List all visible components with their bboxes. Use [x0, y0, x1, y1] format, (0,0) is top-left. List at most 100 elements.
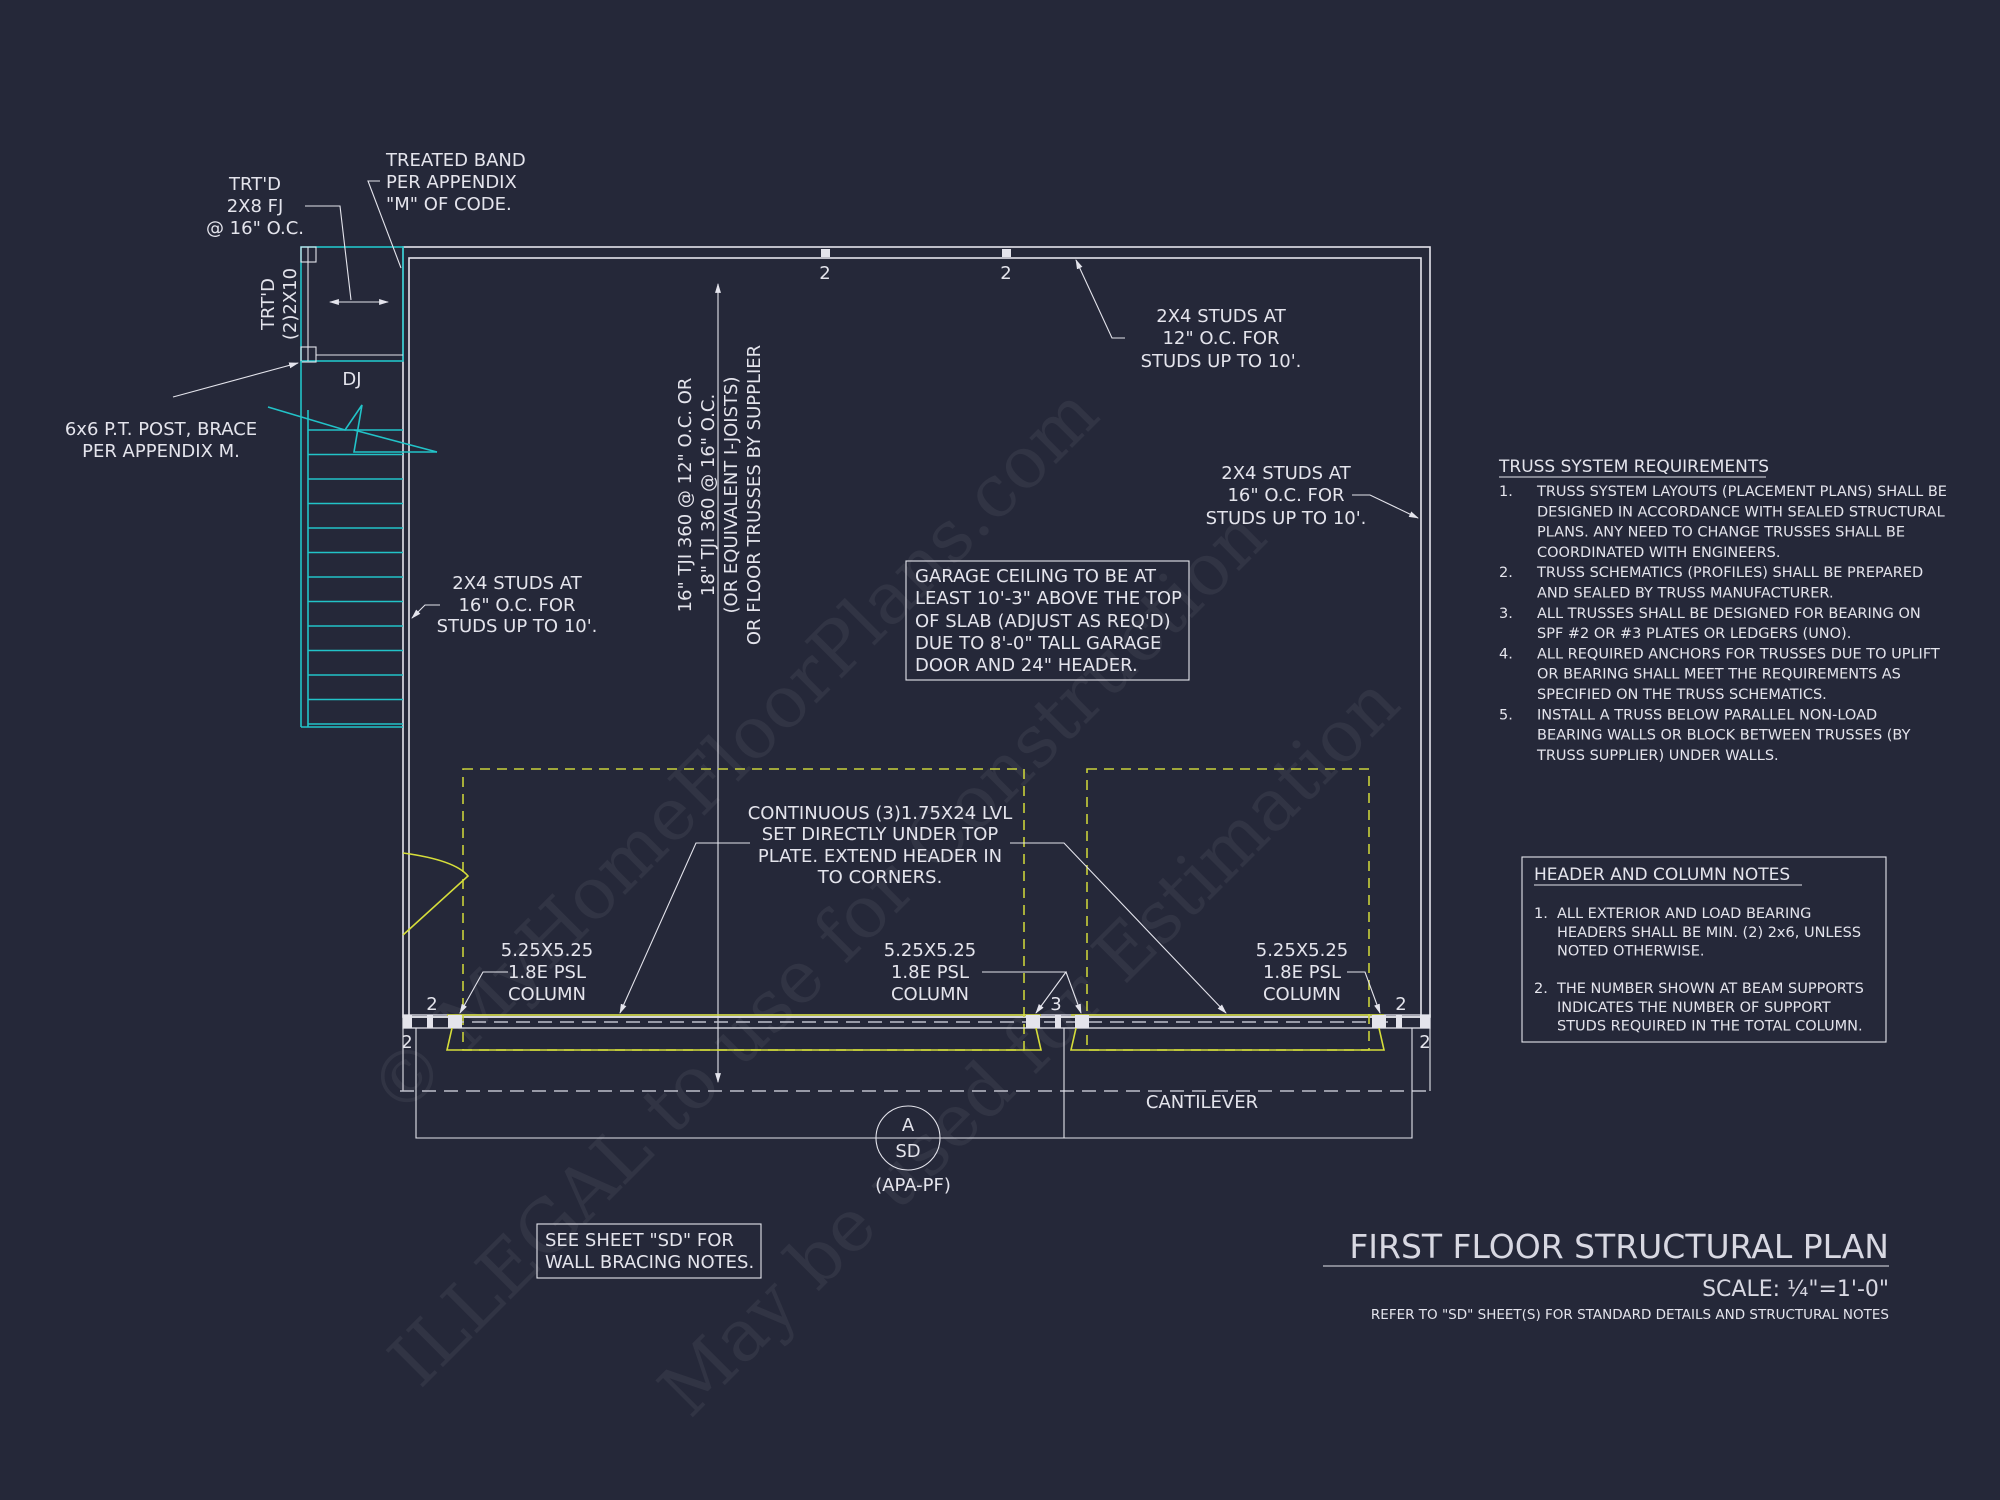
svg-text:3: 3 [1050, 994, 1061, 1015]
note-text: INDICATES THE NUMBER OF SUPPORT [1557, 1000, 1831, 1016]
svg-text:SET DIRECTLY UNDER TOP: SET DIRECTLY UNDER TOP [762, 824, 999, 845]
svg-text:18" TJI 360 @ 16" O.C.: 18" TJI 360 @ 16" O.C. [698, 394, 719, 596]
svg-text:STUDS UP TO 10'.: STUDS UP TO 10'. [437, 616, 598, 637]
svg-text:SCALE: ¼"=1'-0": SCALE: ¼"=1'-0" [1702, 1277, 1889, 1302]
joist-span: 16" TJI 360 @ 12" O.C. OR 18" TJI 360 @ … [675, 283, 765, 1083]
svg-text:A: A [902, 1115, 915, 1136]
note-text: DESIGNED IN ACCORDANCE WITH SEALED STRUC… [1537, 504, 1945, 520]
svg-text:5.25X5.25: 5.25X5.25 [501, 940, 594, 961]
svg-text:(OR EQUIVALENT I-JOISTS): (OR EQUIVALENT I-JOISTS) [721, 377, 742, 614]
svg-text:FIRST FLOOR STRUCTURAL PLAN: FIRST FLOOR STRUCTURAL PLAN [1349, 1227, 1889, 1266]
svg-text:OF SLAB (ADJUST AS REQ'D): OF SLAB (ADJUST AS REQ'D) [915, 611, 1171, 632]
svg-text:DJ: DJ [342, 369, 361, 390]
svg-text:DUE TO 8'-0" TALL GARAGE: DUE TO 8'-0" TALL GARAGE [915, 633, 1161, 654]
svg-text:2X4 STUDS AT: 2X4 STUDS AT [1156, 306, 1286, 327]
svg-text:5.25X5.25: 5.25X5.25 [1256, 940, 1349, 961]
svg-text:12" O.C. FOR: 12" O.C. FOR [1162, 328, 1279, 349]
deck-and-stair [172, 180, 438, 728]
svg-text:WALL BRACING NOTES.: WALL BRACING NOTES. [545, 1252, 754, 1273]
note-text: INSTALL A TRUSS BELOW PARALLEL NON-LOAD [1537, 707, 1877, 723]
note-text: 5. [1499, 707, 1513, 723]
support-counts: 2 2 2 2 3 2 2 [401, 263, 1430, 1053]
garage-ceiling-note: GARAGE CEILING TO BE AT LEAST 10'-3" ABO… [905, 560, 1190, 681]
note-text: SPF #2 OR #3 PLATES OR LEDGERS (UNO). [1537, 626, 1851, 642]
section-marker[interactable]: A SD (APA-PF) [875, 1105, 951, 1196]
svg-text:OR FLOOR TRUSSES BY SUPPLIER: OR FLOOR TRUSSES BY SUPPLIER [744, 345, 765, 645]
svg-text:PLATE. EXTEND HEADER IN: PLATE. EXTEND HEADER IN [758, 846, 1002, 867]
svg-text:CANTILEVER: CANTILEVER [1146, 1092, 1258, 1113]
note-text: 2. [1534, 981, 1548, 997]
svg-text:CONTINUOUS (3)1.75X24 LVL: CONTINUOUS (3)1.75X24 LVL [748, 803, 1013, 824]
note-text: ALL EXTERIOR AND LOAD BEARING [1557, 906, 1811, 922]
column-labels: 5.25X5.25 1.8E PSL COLUMN 5.25X5.25 1.8E… [459, 940, 1381, 1014]
svg-text:(2)2X10: (2)2X10 [280, 268, 301, 340]
svg-text:COLUMN: COLUMN [1263, 984, 1341, 1005]
svg-text:2: 2 [426, 994, 437, 1015]
svg-text:"M" OF CODE.: "M" OF CODE. [386, 194, 512, 215]
svg-text:COLUMN: COLUMN [508, 984, 586, 1005]
svg-text:1.8E PSL: 1.8E PSL [891, 962, 969, 983]
note-text: AND SEALED BY TRUSS MANUFACTURER. [1537, 586, 1834, 602]
truss-system-requirements: TRUSS SYSTEM REQUIREMENTS 1. TRUSS SYSTEM… [1498, 457, 1947, 764]
note-text: STUDS REQUIRED IN THE TOTAL COLUMN. [1557, 1019, 1863, 1035]
note-text: 3. [1499, 606, 1513, 622]
svg-text:2X4 STUDS AT: 2X4 STUDS AT [1221, 463, 1351, 484]
watermark: © MyHomeFloorPlans.com ILLEGAL to use fo… [353, 370, 1415, 1432]
svg-text:GARAGE CEILING TO BE AT: GARAGE CEILING TO BE AT [915, 566, 1157, 587]
svg-text:2: 2 [819, 263, 830, 284]
svg-text:STUDS UP TO 10'.: STUDS UP TO 10'. [1206, 508, 1367, 529]
header-and-column-notes: HEADER AND COLUMN NOTES 1. ALL EXTERIOR A… [1521, 856, 1887, 1043]
title-block: FIRST FLOOR STRUCTURAL PLAN SCALE: ¼"=1'… [1323, 1227, 1889, 1323]
svg-text:16" O.C. FOR: 16" O.C. FOR [458, 595, 575, 616]
svg-text:(APA-PF): (APA-PF) [875, 1175, 951, 1196]
note-text: TRUSS SYSTEM LAYOUTS (PLACEMENT PLANS) S… [1536, 484, 1947, 500]
svg-text:TREATED BAND: TREATED BAND [385, 150, 526, 171]
note-text: OR BEARING SHALL MEET THE REQUIREMENTS A… [1537, 667, 1901, 683]
building-walls [402, 246, 1431, 1018]
svg-text:PER APPENDIX M.: PER APPENDIX M. [82, 441, 240, 462]
svg-text:HEADER AND COLUMN NOTES: HEADER AND COLUMN NOTES [1534, 865, 1790, 885]
svg-text:SD: SD [895, 1141, 920, 1162]
svg-text:6x6 P.T. POST, BRACE: 6x6 P.T. POST, BRACE [65, 419, 257, 440]
note-text: 2. [1499, 565, 1513, 581]
lvl-note: CONTINUOUS (3)1.75X24 LVL SET DIRECTLY U… [619, 803, 1227, 1014]
svg-text:DOOR AND 24" HEADER.: DOOR AND 24" HEADER. [915, 655, 1138, 676]
note-text: TRUSS SCHEMATICS (PROFILES) SHALL BE PRE… [1536, 565, 1923, 581]
note-text: 1. [1499, 484, 1513, 500]
note-text: ALL TRUSSES SHALL BE DESIGNED FOR BEARIN… [1537, 606, 1921, 622]
note-text: BEARING WALLS OR BLOCK BETWEEN TRUSSES (… [1537, 728, 1911, 744]
svg-text:1.8E PSL: 1.8E PSL [508, 962, 586, 983]
svg-text:TO CORNERS.: TO CORNERS. [817, 867, 943, 888]
note-text: TRUSS SUPPLIER) UNDER WALLS. [1536, 748, 1779, 764]
svg-text:REFER TO "SD" SHEET(S) FOR STA: REFER TO "SD" SHEET(S) FOR STANDARD DETA… [1371, 1307, 1889, 1323]
svg-text:COLUMN: COLUMN [891, 984, 969, 1005]
svg-text:STUDS UP TO 10'.: STUDS UP TO 10'. [1141, 351, 1302, 372]
note-text: 4. [1499, 646, 1513, 662]
svg-text:TRT'D: TRT'D [228, 174, 281, 195]
note-text: PLANS. ANY NEED TO CHANGE TRUSSES SHALL … [1537, 525, 1905, 541]
svg-text:5.25X5.25: 5.25X5.25 [884, 940, 977, 961]
note-text: THE NUMBER SHOWN AT BEAM SUPPORTS [1556, 981, 1864, 997]
cantilever: CANTILEVER [400, 1028, 1430, 1139]
note-text: NOTED OTHERWISE. [1557, 944, 1704, 960]
note-text: ALL REQUIRED ANCHORS FOR TRUSSES DUE TO … [1537, 646, 1940, 662]
svg-text:16" O.C. FOR: 16" O.C. FOR [1227, 485, 1344, 506]
svg-text:2: 2 [1395, 994, 1406, 1015]
see-sheet-note: SEE SHEET "SD" FOR WALL BRACING NOTES. [536, 1223, 762, 1279]
deck-labels: TRT'D 2X8 FJ @ 16" O.C. TREATED BAND PER… [65, 150, 526, 462]
svg-text:2X8 FJ: 2X8 FJ [227, 196, 284, 217]
svg-text:TRT'D: TRT'D [258, 278, 279, 331]
svg-text:SEE SHEET "SD" FOR: SEE SHEET "SD" FOR [545, 1230, 734, 1251]
svg-text:2: 2 [1000, 263, 1011, 284]
svg-text:1.8E PSL: 1.8E PSL [1263, 962, 1341, 983]
note-text: 1. [1534, 906, 1548, 922]
garage-header-beam [402, 768, 1431, 1091]
svg-text:TRUSS SYSTEM REQUIREMENTS: TRUSS SYSTEM REQUIREMENTS [1498, 457, 1769, 477]
stud-notes: 2X4 STUDS AT 12" O.C. FOR STUDS UP TO 10… [411, 259, 1419, 637]
svg-text:2: 2 [401, 1032, 412, 1053]
svg-text:PER APPENDIX: PER APPENDIX [386, 172, 517, 193]
note-text: COORDINATED WITH ENGINEERS. [1537, 545, 1780, 561]
note-text: HEADERS SHALL BE MIN. (2) 2x6, UNLESS [1557, 925, 1861, 941]
svg-text:2X4 STUDS AT: 2X4 STUDS AT [452, 573, 582, 594]
